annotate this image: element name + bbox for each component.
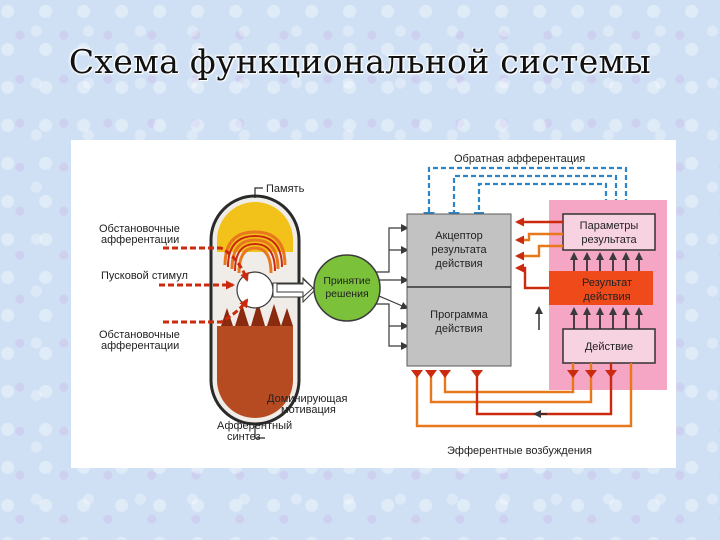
memory-leader	[254, 187, 263, 198]
efferent-label: Эфферентные возбуждения	[447, 445, 592, 457]
slide-title: Схема функциональной системы	[68, 42, 652, 81]
acceptor-label-3: действия	[435, 258, 482, 270]
action-box	[562, 328, 656, 364]
decision-label-1: Принятие	[323, 275, 370, 287]
efferent-arrowheads	[411, 370, 617, 378]
trigger-label: Пусковой стимул	[101, 270, 188, 282]
action-label: Действие	[585, 341, 633, 353]
afferent-synthesis-label-2: синтез	[227, 431, 261, 443]
diagram-panel: Обратная афферентация	[71, 140, 676, 468]
memory-label: Память	[266, 183, 305, 195]
dominant-motivation-label-1: Доминирующая	[267, 393, 348, 405]
result-params-label-1: Параметры	[580, 220, 639, 232]
motivation-leader	[254, 426, 265, 439]
acceptor-label-2: результата	[431, 244, 487, 256]
result-params-label-2: результата	[581, 234, 637, 246]
synthesis-to-decision-arrow	[276, 277, 314, 299]
situational-bottom-label-1: Обстановочные	[99, 329, 180, 341]
decision-label-2: решения	[325, 288, 368, 300]
action-result-label-1: Результат	[582, 277, 632, 289]
result-to-acceptor-arrows	[515, 217, 563, 290]
result-params-box	[562, 213, 656, 251]
afferent-synthesis-label-1: Афферентный	[217, 420, 292, 432]
acceptor-program-block	[406, 213, 512, 367]
feedback-label: Обратная афферентация	[454, 153, 585, 165]
decision-fan-arrows	[376, 224, 409, 350]
program-label-2: действия	[435, 323, 482, 335]
situational-top-label-2: афферентации	[101, 234, 179, 246]
input-arrows	[159, 246, 249, 324]
situational-top-label-1: Обстановочные	[99, 223, 180, 235]
program-label-1: Программа	[430, 309, 489, 321]
afferent-synthesis-capsule	[209, 194, 316, 426]
decision-circle	[313, 254, 381, 322]
situational-bottom-label-2: афферентации	[101, 340, 179, 352]
action-result-label-2: действия	[583, 291, 630, 303]
functional-system-diagram: Обратная афферентация	[99, 153, 667, 457]
feedback-loop	[427, 166, 628, 212]
action-result-box	[549, 271, 653, 305]
dominant-motivation-label-2: мотивация	[281, 404, 336, 416]
acceptor-label-1: Акцептор	[435, 230, 483, 242]
result-panel-arrows	[570, 252, 643, 329]
